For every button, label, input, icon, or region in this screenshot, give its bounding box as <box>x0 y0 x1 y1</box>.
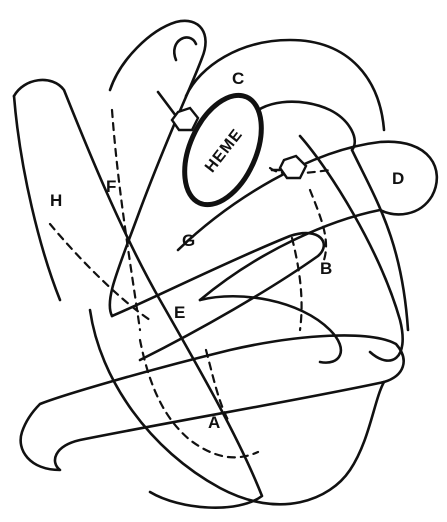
heme-group: HEME <box>169 84 276 217</box>
helix-label-d: D <box>392 169 404 188</box>
histidine-ring-proximal <box>172 108 198 130</box>
outer-loop <box>90 310 384 504</box>
helix-a-tube <box>21 335 404 470</box>
hidden-segment-3 <box>292 238 302 330</box>
helix-label-b: B <box>320 259 332 278</box>
histidine-ring-distal <box>280 156 306 178</box>
helix-label-c: C <box>232 69 244 88</box>
helix-label-e: E <box>174 303 185 322</box>
helix-label-a: A <box>208 413 220 432</box>
helix-label-h: H <box>50 191 62 210</box>
helix-label-f: F <box>106 177 116 196</box>
helix-f-return <box>174 37 196 60</box>
his-f8-stem <box>158 92 176 116</box>
helix-b-tube <box>300 136 403 361</box>
helix-c-inner <box>248 102 355 150</box>
helix-label-g: G <box>182 231 195 250</box>
